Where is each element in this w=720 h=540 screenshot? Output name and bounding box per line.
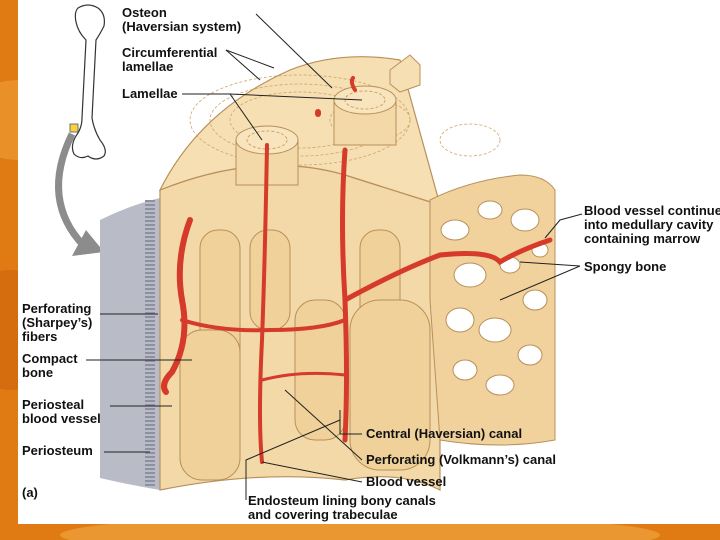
spongy-bone-cavities — [440, 200, 549, 396]
periosteal-blood-vessel-label: Periosteal blood vessel — [22, 397, 101, 426]
blood-vessel-label: Blood vessel — [366, 474, 447, 489]
leader-lines — [86, 13, 583, 500]
perforating-canal-label: Perforating (Volkmann’s) canal — [366, 452, 556, 467]
periosteum-label: Periosteum — [22, 443, 93, 458]
endosteum-label: Endosteum lining bony canals and coverin… — [248, 493, 436, 522]
perforating-fibers-label: Perforating (Sharpey’s) fibers — [22, 301, 93, 344]
long-bone-thumbnail — [69, 4, 106, 160]
osteon-label: Osteon (Haversian system) — [122, 5, 242, 34]
spongy-bone-label: Spongy bone — [584, 259, 667, 274]
magnify-arrow — [55, 132, 87, 249]
compact-bone-label: Compact bone — [22, 351, 78, 380]
raised-osteons — [235, 54, 421, 186]
central-canal-label: Central (Haversian) canal — [366, 426, 523, 441]
lamellae-label: Lamellae — [122, 86, 178, 101]
magnify-arrowhead — [72, 230, 104, 256]
circumferential-lamellae-label: Circumferential lamellae — [122, 45, 218, 74]
blood-vessel-continues-label: Blood vessel continues into medullary ca… — [584, 204, 720, 246]
blood-vessels — [161, 76, 553, 464]
panel-letter: (a) — [22, 485, 38, 500]
osteon-cylinders — [179, 229, 431, 481]
